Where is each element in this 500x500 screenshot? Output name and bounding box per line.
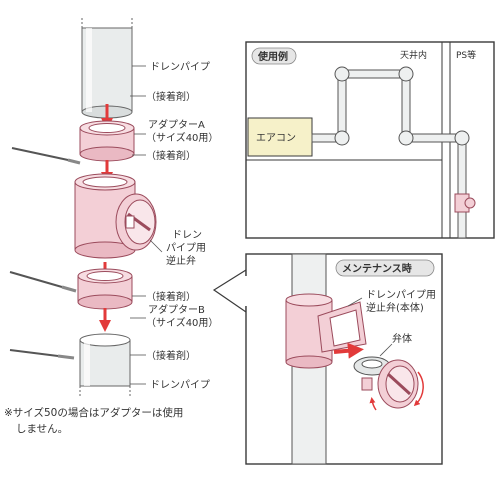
note-line-1: ※サイズ50の場合はアダプターは使用 — [4, 406, 183, 419]
leader-lines — [130, 65, 163, 385]
label-adapter-a-2: （サイズ40用） — [146, 131, 218, 144]
adhesive-brush-3 — [9, 349, 75, 360]
aircon-label: エアコン — [256, 133, 296, 144]
usage-title-badge — [251, 47, 297, 65]
label-drain-pipe-bottom: ドレンパイプ — [150, 379, 210, 391]
label-adapter-b-1: アダプターB — [148, 303, 205, 316]
note-line-2: しません。 — [16, 423, 68, 435]
label-adapter-a-1: アダプターA — [148, 118, 205, 131]
label-check-valve-3: 逆止弁 — [166, 254, 196, 267]
exploded-assembly: ドレンパイプ （接着剤） アダプターA （サイズ40用） （接着剤） ドレン パ… — [4, 18, 218, 435]
adhesive-brush-1 — [11, 147, 81, 165]
usage-example-panel: 使用例 天井内 PS等 エアコン — [245, 41, 495, 239]
adapter-a — [79, 120, 135, 162]
maintenance-remove-arrow — [333, 342, 364, 359]
check-valve-body — [74, 173, 157, 259]
aircon-unit — [247, 117, 313, 157]
maintenance-panel: メンテナンス時 ドレンパイプ用 逆止弁(本体) 弁体 — [212, 253, 443, 465]
usage-check-valve — [454, 193, 476, 213]
usage-piping — [311, 66, 470, 239]
label-adapter-b-2: （サイズ40用） — [146, 316, 218, 329]
drain-pipe-bottom — [79, 333, 131, 396]
adhesive-brush-2 — [9, 271, 77, 293]
adapter-b — [77, 268, 133, 310]
maintenance-disc-label: 弁体 — [392, 332, 412, 345]
maintenance-title: メンテナンス時 — [342, 262, 412, 275]
label-check-valve-2: パイプ用 — [166, 242, 206, 254]
maintenance-valve-label-1: ドレンパイプ用 — [366, 289, 436, 301]
usage-ps-label: PS等 — [456, 49, 476, 61]
label-adhesive-1: （接着剤） — [146, 90, 196, 103]
label-check-valve-1: ドレン — [172, 230, 202, 241]
maintenance-valve-label-2: 逆止弁(本体) — [366, 301, 424, 314]
label-drain-pipe-top: ドレンパイプ — [150, 61, 210, 73]
usage-title: 使用例 — [257, 50, 288, 63]
label-adhesive-2: （接着剤） — [146, 149, 196, 162]
maintenance-valve-disc — [353, 356, 424, 411]
label-adhesive-3: （接着剤） — [146, 290, 196, 303]
label-adhesive-4: （接着剤） — [146, 349, 196, 362]
drain-pipe-top — [81, 18, 133, 119]
maintenance-title-badge — [335, 259, 435, 277]
maintenance-valve-body — [285, 293, 367, 369]
usage-ceiling-label: 天井内 — [400, 49, 427, 61]
